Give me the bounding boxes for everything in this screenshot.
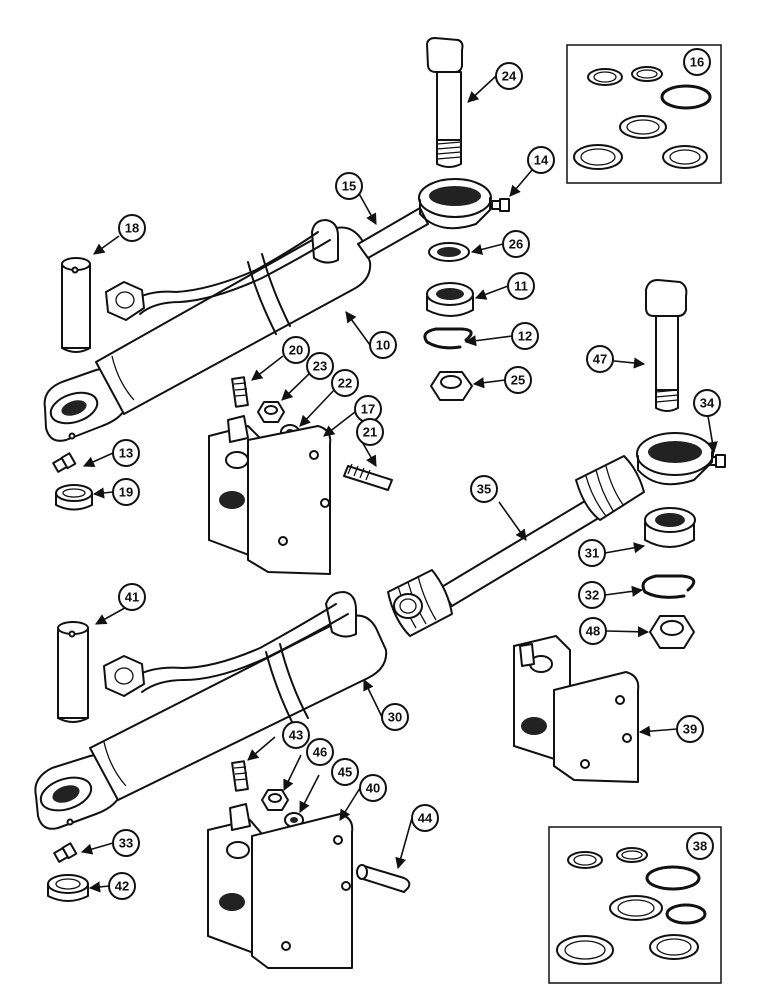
- callout-40: 40: [359, 774, 387, 802]
- callout-label: 44: [418, 811, 433, 826]
- callout-label: 30: [388, 710, 402, 725]
- grease-nipple-14: [491, 198, 510, 212]
- callout-43: 43: [282, 721, 310, 749]
- callout-label: 47: [593, 352, 607, 367]
- callout-32: 32: [578, 581, 606, 609]
- callout-label: 42: [115, 879, 129, 894]
- lower-cylinder-assembly: [34, 432, 714, 830]
- callout-12: 12: [511, 322, 539, 350]
- callout-label: 19: [119, 485, 133, 500]
- callout-31: 31: [578, 539, 606, 567]
- callout-11: 11: [507, 272, 535, 300]
- bushing-11: [426, 282, 474, 317]
- bracket-17: [208, 415, 332, 575]
- grease-nipple-13: [52, 452, 77, 473]
- bracket-39: [513, 635, 640, 783]
- nut-46: [261, 789, 289, 811]
- callout-label: 35: [477, 482, 491, 497]
- callout-20: 20: [282, 336, 310, 364]
- set-screw-43: [231, 760, 249, 792]
- spacer-19: [55, 484, 93, 511]
- circlip-12: [423, 327, 473, 350]
- nut-23: [257, 401, 285, 423]
- callout-label: 25: [511, 373, 525, 388]
- callout-label: 10: [376, 338, 390, 353]
- nut-25: [430, 371, 473, 401]
- callout-22: 22: [331, 369, 359, 397]
- callout-44: 44: [411, 804, 439, 832]
- callout-14: 14: [527, 146, 555, 174]
- callout-label: 38: [693, 839, 707, 854]
- callout-label: 15: [342, 179, 356, 194]
- nut-48: [649, 615, 695, 649]
- callout-label: 22: [338, 376, 352, 391]
- callout-48: 48: [579, 617, 607, 645]
- callout-label: 20: [289, 343, 303, 358]
- callout-45: 45: [331, 758, 359, 786]
- pin-44: [356, 864, 411, 893]
- spacer-42: [47, 874, 89, 902]
- callout-label: 48: [586, 624, 600, 639]
- callout-39: 39: [676, 715, 704, 743]
- callout-42: 42: [108, 872, 136, 900]
- callout-38: 38: [686, 832, 714, 860]
- pin-41: [57, 621, 89, 723]
- callout-label: 17: [361, 402, 375, 417]
- bracket-40: [207, 803, 354, 969]
- stud-21: [343, 463, 393, 491]
- callout-label: 34: [700, 396, 715, 411]
- callout-41: 41: [118, 583, 146, 611]
- callout-21: 21: [356, 418, 384, 446]
- callout-33: 33: [112, 829, 140, 857]
- callout-label: 39: [683, 722, 697, 737]
- callout-label: 41: [125, 590, 139, 605]
- set-screw-20: [231, 376, 249, 408]
- callout-23: 23: [306, 352, 334, 380]
- callout-30: 30: [381, 703, 409, 731]
- callout-label: 21: [363, 425, 377, 440]
- callout-label: 26: [509, 237, 523, 252]
- callout-18: 18: [118, 214, 146, 242]
- callout-label: 40: [366, 781, 380, 796]
- callout-13: 13: [112, 439, 140, 467]
- callout-label: 18: [125, 221, 139, 236]
- callout-label: 11: [514, 279, 528, 294]
- callout-label: 13: [119, 446, 133, 461]
- circlip-32: [641, 574, 696, 599]
- callout-label: 32: [585, 588, 599, 603]
- callout-label: 43: [289, 728, 303, 743]
- callout-label: 31: [585, 546, 599, 561]
- callout-47: 47: [586, 345, 614, 373]
- callout-label: 14: [534, 153, 549, 168]
- callout-17: 17: [354, 395, 382, 423]
- callout-label: 23: [313, 359, 327, 374]
- bolt-24: [426, 37, 464, 168]
- callout-10: 10: [369, 331, 397, 359]
- callout-label: 46: [313, 745, 327, 760]
- callout-15: 15: [335, 172, 363, 200]
- callout-16: 16: [683, 48, 711, 76]
- callout-19: 19: [112, 478, 140, 506]
- leader-lines: [80, 75, 718, 893]
- callout-label: 24: [502, 69, 517, 84]
- callout-46: 46: [306, 738, 334, 766]
- callout-25: 25: [504, 366, 532, 394]
- spacer-26: [428, 242, 470, 262]
- pin-18: [61, 257, 91, 353]
- callout-label: 33: [119, 836, 133, 851]
- callout-24: 24: [495, 62, 523, 90]
- upper-cylinder-assembly: [43, 178, 492, 442]
- callout-label: 45: [338, 765, 352, 780]
- callout-26: 26: [502, 230, 530, 258]
- callout-label: 12: [518, 329, 532, 344]
- callout-35: 35: [470, 475, 498, 503]
- bushing-31: [644, 507, 696, 548]
- bolt-47: [645, 279, 688, 412]
- grease-nipple-33: [53, 842, 78, 863]
- callout-label: 16: [690, 55, 704, 70]
- callout-34: 34: [693, 389, 721, 417]
